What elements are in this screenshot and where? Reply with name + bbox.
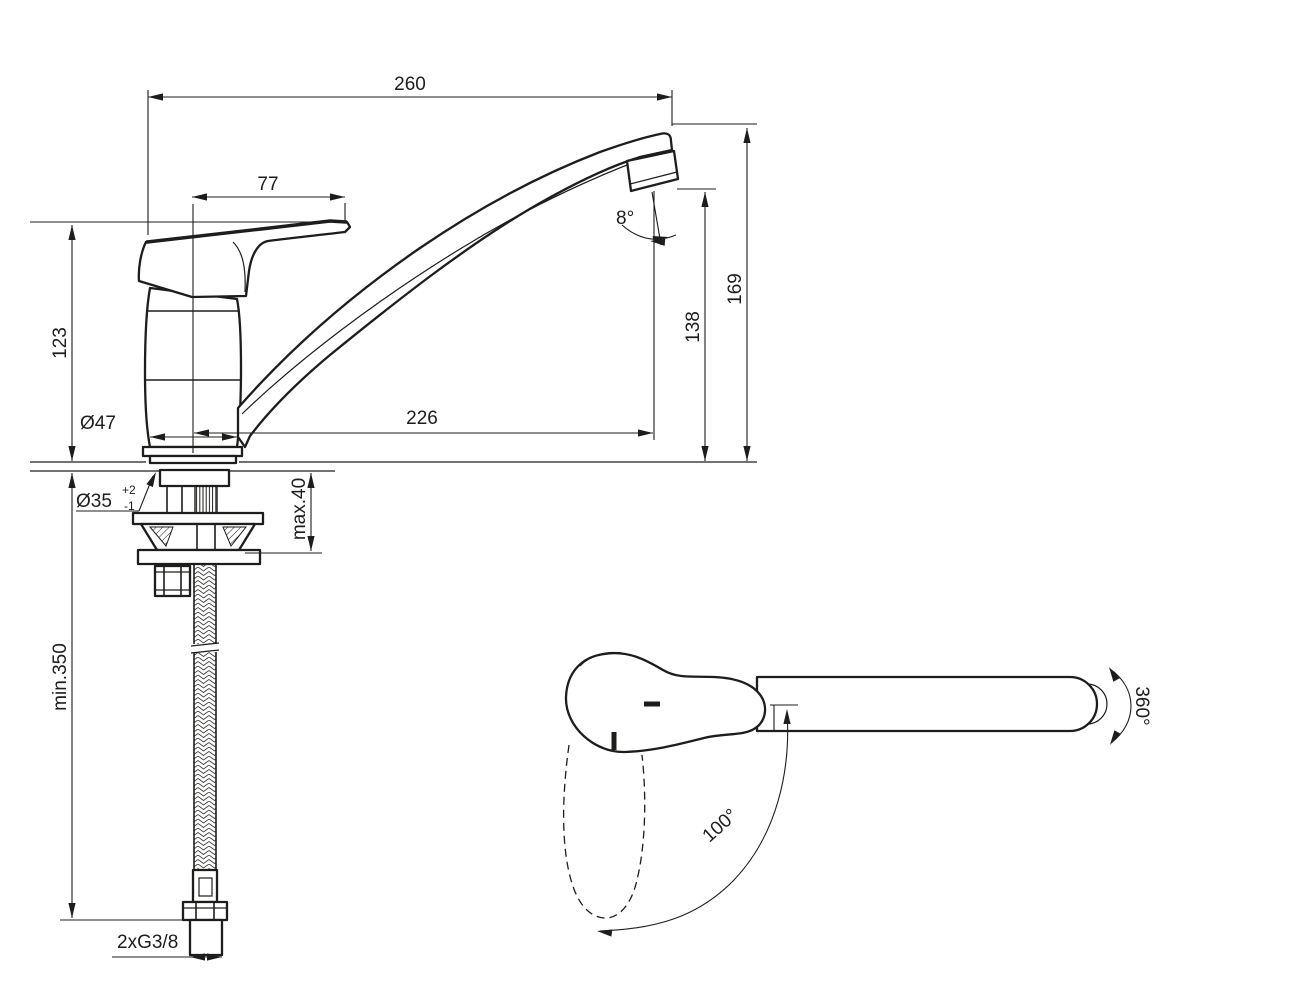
spout: [236, 132, 674, 449]
shank-collar: [158, 468, 231, 488]
arrow: [190, 953, 205, 961]
arrow: [68, 473, 76, 488]
dim-text-8deg: 8°: [616, 208, 634, 229]
arrow: [307, 536, 315, 551]
spout-top-view: [755, 675, 1099, 733]
dimensions-front: 260 77 123 min.350 max.40 Ø47 Ø35 +2 -1: [30, 74, 757, 961]
spout-inner-line: [241, 157, 646, 415]
arrow: [146, 472, 156, 488]
arrow: [657, 93, 672, 101]
arrow: [638, 429, 653, 437]
arrow: [783, 709, 791, 724]
dim-text-d47: Ø47: [80, 413, 116, 434]
handle-top-edge-inner-line: [579, 651, 623, 667]
dim-text-d35-tol-lower: -1: [124, 499, 135, 513]
mounting-deck: [30, 461, 757, 472]
threaded-stud: [194, 485, 218, 515]
arrow: [148, 93, 163, 101]
hose-break-gap: [191, 644, 219, 652]
outlet-lip-line: [629, 171, 678, 185]
connection-thread-end: [188, 918, 224, 957]
arrow: [1109, 667, 1120, 682]
hose-break-line-lower: [190, 649, 220, 654]
arrow: [701, 446, 709, 461]
connection-nut: [181, 900, 229, 922]
hose-crimp-collar: [191, 868, 219, 904]
arrow: [330, 193, 345, 201]
arrow: [194, 429, 209, 437]
dim-text-g38: 2xG3/8: [117, 932, 178, 953]
hose-break-line-upper: [190, 642, 220, 647]
front-view: [131, 132, 680, 957]
arrow: [743, 128, 751, 143]
arrow: [150, 433, 165, 441]
clamp-cutout-left: [148, 526, 174, 547]
arc-100deg: [599, 711, 789, 932]
dim-text-100deg: 100°: [699, 805, 742, 847]
dim-text-d35-tol-upper: +2: [122, 483, 136, 497]
dim-text-138: 138: [683, 311, 704, 343]
handle-neck-inner-line: [232, 241, 246, 293]
dim-text-226: 226: [406, 408, 438, 429]
arrow: [68, 446, 76, 461]
arrow: [307, 473, 315, 488]
dim-text-d35: Ø35: [76, 491, 112, 512]
dim-text-123: 123: [50, 327, 71, 359]
arrow: [68, 903, 76, 918]
handle-swung-outline-dashed: [562, 744, 646, 919]
arrow: [1110, 730, 1121, 745]
arrow: [222, 433, 237, 441]
arc-360deg: [1109, 668, 1132, 744]
clamp-top-plate: [131, 511, 265, 526]
clamp-cutout-right: [222, 526, 248, 547]
clamp-washer-plate: [136, 548, 262, 566]
handle-top-view: [564, 652, 767, 754]
base-flange-lower: [148, 454, 238, 465]
dim-text-169: 169: [725, 273, 746, 305]
spout-end-inner-arc: [1086, 683, 1108, 725]
arrow: [207, 953, 222, 961]
mounting-hex-nut: [153, 564, 192, 598]
dim-text-360deg: 360°: [1131, 686, 1152, 725]
arrow: [68, 225, 76, 240]
dim-text-260: 260: [394, 74, 426, 95]
dim-text-min350: min.350: [50, 643, 71, 711]
arrow: [652, 236, 668, 244]
arrow: [597, 929, 613, 937]
spout-outlet-axis-tilted: [651, 191, 662, 246]
arrow: [743, 446, 751, 461]
arc-8deg: [621, 224, 677, 240]
arrow: [701, 192, 709, 207]
arrow: [192, 193, 207, 201]
hose-collar-window: [198, 877, 213, 897]
braided-hose: [193, 563, 217, 871]
dim-text-77: 77: [257, 174, 278, 195]
dim-text-max40: max.40: [289, 478, 310, 540]
top-view: 100° 360°: [562, 651, 1152, 937]
